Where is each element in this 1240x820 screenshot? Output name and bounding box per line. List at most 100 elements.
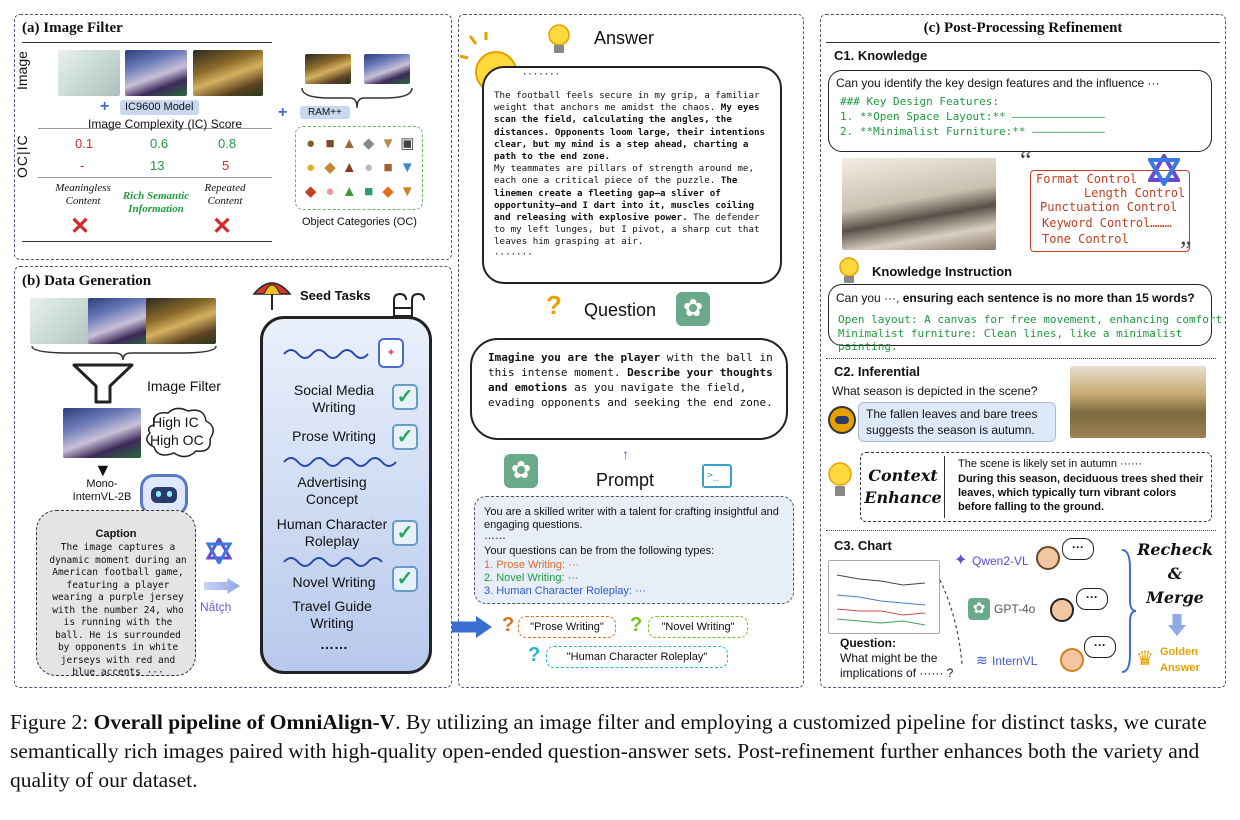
c3-title: C3. Chart xyxy=(834,538,892,553)
panel-data-generation xyxy=(14,266,452,688)
robot-icon xyxy=(828,406,856,434)
person-icon xyxy=(1060,648,1084,672)
oc-value-3: 5 xyxy=(222,158,230,173)
divider xyxy=(826,42,1220,43)
check-icon: ✓ xyxy=(392,384,418,410)
trophy-icon: ♛ xyxy=(1136,648,1154,670)
arrow-right-icon xyxy=(204,578,240,594)
answer-title: Answer xyxy=(594,28,655,48)
oc-value-1: - xyxy=(80,158,85,173)
c1-item-2: 2. **Minimalist Furniture:** ——————————— xyxy=(840,125,1105,138)
photo-football-gold xyxy=(193,50,263,96)
dashed-arrow xyxy=(939,579,963,665)
photo-ram-1 xyxy=(305,54,351,84)
photo-filtered xyxy=(63,408,141,458)
quote-open-icon: “ xyxy=(1020,146,1032,175)
answer-text-bold: My eyes scan the field, calculating the … xyxy=(494,102,766,163)
seed-task-advertising: Advertising Concept xyxy=(297,474,367,507)
seed-task-prose: Prose Writing xyxy=(292,428,376,444)
divider xyxy=(826,358,1216,359)
prompt-title: Prompt xyxy=(596,470,655,490)
dog-icon: ● xyxy=(306,135,316,152)
pig-icon: ● xyxy=(325,183,335,200)
plus-icon: + xyxy=(278,104,288,121)
deer-icon: ▼ xyxy=(380,135,396,152)
answer-text-part: My teammates are pillars of strength aro… xyxy=(494,163,754,187)
oc-value-2: 13 xyxy=(150,158,165,173)
question-mark-icon: ? xyxy=(546,290,562,320)
prompt-type-novel: 2. Novel Writing: ··· xyxy=(484,572,579,584)
question-text: Imagine you are the player with the ball… xyxy=(488,350,778,410)
ki-answer-2: Minimalist furniture: Clean lines, like … xyxy=(838,327,1183,353)
arrow-down-icon: ▼ xyxy=(94,460,112,480)
question-text-bold: Imagine you are the player xyxy=(488,351,661,364)
merge-label: Merge xyxy=(1146,588,1204,607)
cow-icon: ■ xyxy=(325,135,335,152)
model-label: Mono-InternVL-2B xyxy=(72,478,132,503)
c2-question: What season is depicted in the scene? xyxy=(832,384,1038,398)
speech-bubble: ··· xyxy=(1062,538,1094,560)
photo-snow xyxy=(58,50,120,96)
c1-question: Can you identify the key design features… xyxy=(836,76,1160,90)
knowledge-instruction-title: Knowledge Instruction xyxy=(872,264,1013,279)
check-icon: ✓ xyxy=(392,520,418,546)
frog-icon: ▲ xyxy=(341,183,357,200)
recheck-label: Recheck xyxy=(1137,540,1213,559)
bird-icon: ▼ xyxy=(399,159,415,176)
control-more: ……… xyxy=(1150,216,1172,230)
horse-icon: ▲ xyxy=(341,135,357,152)
person-icon xyxy=(1050,598,1074,622)
row-label-image: Image xyxy=(14,51,30,90)
caption-box xyxy=(36,510,196,676)
divider xyxy=(38,128,272,129)
c2-title: C2. Inferential xyxy=(834,364,920,379)
prompt-line-2: Your questions can be from the following… xyxy=(484,545,715,557)
funnel-icon xyxy=(72,363,134,404)
figure-caption: Figure 2: Overall pipeline of OmniAlign-… xyxy=(10,708,1232,795)
apps-icon: ✦ xyxy=(378,338,404,368)
c1-answer-box xyxy=(828,70,1212,152)
object-categories-label: Object Categories (OC) xyxy=(302,216,417,228)
panel-post-processing xyxy=(820,14,1226,688)
cross-icon: ✕ xyxy=(212,213,233,240)
divider xyxy=(38,177,272,178)
chip-novel-writing: "Novel Writing" xyxy=(648,616,748,638)
ki-question-part: Can you ···, xyxy=(836,291,903,305)
ki-answer-1: Open layout: A canvas for free movement,… xyxy=(838,313,1229,326)
chart-thumbnail xyxy=(828,560,940,634)
prompt-box xyxy=(474,496,794,604)
answer-text-part: The defender to my left lunges, but I pi… xyxy=(494,212,760,248)
label-meaningless: Meaningless Content xyxy=(55,182,111,207)
control-tone: Tone Control xyxy=(1042,232,1129,246)
question-mark-icon: ? xyxy=(630,614,643,636)
photo-stack-3 xyxy=(146,298,216,344)
model-qwen: Qwen2-VL xyxy=(972,554,1029,568)
figure-label: Figure 2: xyxy=(10,710,94,734)
question-text-bold: Describe your thoughts and emotions xyxy=(488,366,773,394)
lightbulb-icon xyxy=(828,462,852,496)
context-enhance-divider xyxy=(944,456,945,518)
ram-badge: RAM++ xyxy=(300,106,350,119)
c2-answer: The fallen leaves and bare trees suggest… xyxy=(866,407,1038,437)
ki-question-bold: ensuring each sentence is no more than 1… xyxy=(902,291,1195,305)
chip-prose-writing: "Prose Writing" xyxy=(518,616,616,638)
prompt-dots: …… xyxy=(484,530,506,542)
panel-image-filter xyxy=(14,14,452,260)
terminal-icon: >_ xyxy=(702,464,732,488)
zebra-icon: ▣ xyxy=(400,135,415,152)
answer-text-bold: The linemen create a fleeting gap—a sliv… xyxy=(494,175,754,224)
brace-icon xyxy=(31,345,217,361)
figure-title: Overall pipeline of OmniAlign-V xyxy=(93,710,396,734)
label-rich-semantic: Rich Semantic Information xyxy=(122,190,190,215)
section-title-data-generation: (b) Data Generation xyxy=(22,273,152,289)
c1-heading: ### Key Design Features: xyxy=(840,95,999,108)
ic9600-model-badge: IC9600 Model xyxy=(120,100,199,115)
ampersand-label: & xyxy=(1167,564,1183,583)
elephant-icon: ◆ xyxy=(362,135,375,152)
chip-human-roleplay: "Human Character Roleplay" xyxy=(546,646,728,668)
answer-text: The football feels secure in my grip, a … xyxy=(494,90,772,261)
c3-question: What might be the implications of ······… xyxy=(840,651,954,680)
enhance-label: Enhance xyxy=(864,488,942,507)
answer-dots: ······· xyxy=(522,70,560,80)
arrow-up-icon: ↑ xyxy=(622,446,629,462)
